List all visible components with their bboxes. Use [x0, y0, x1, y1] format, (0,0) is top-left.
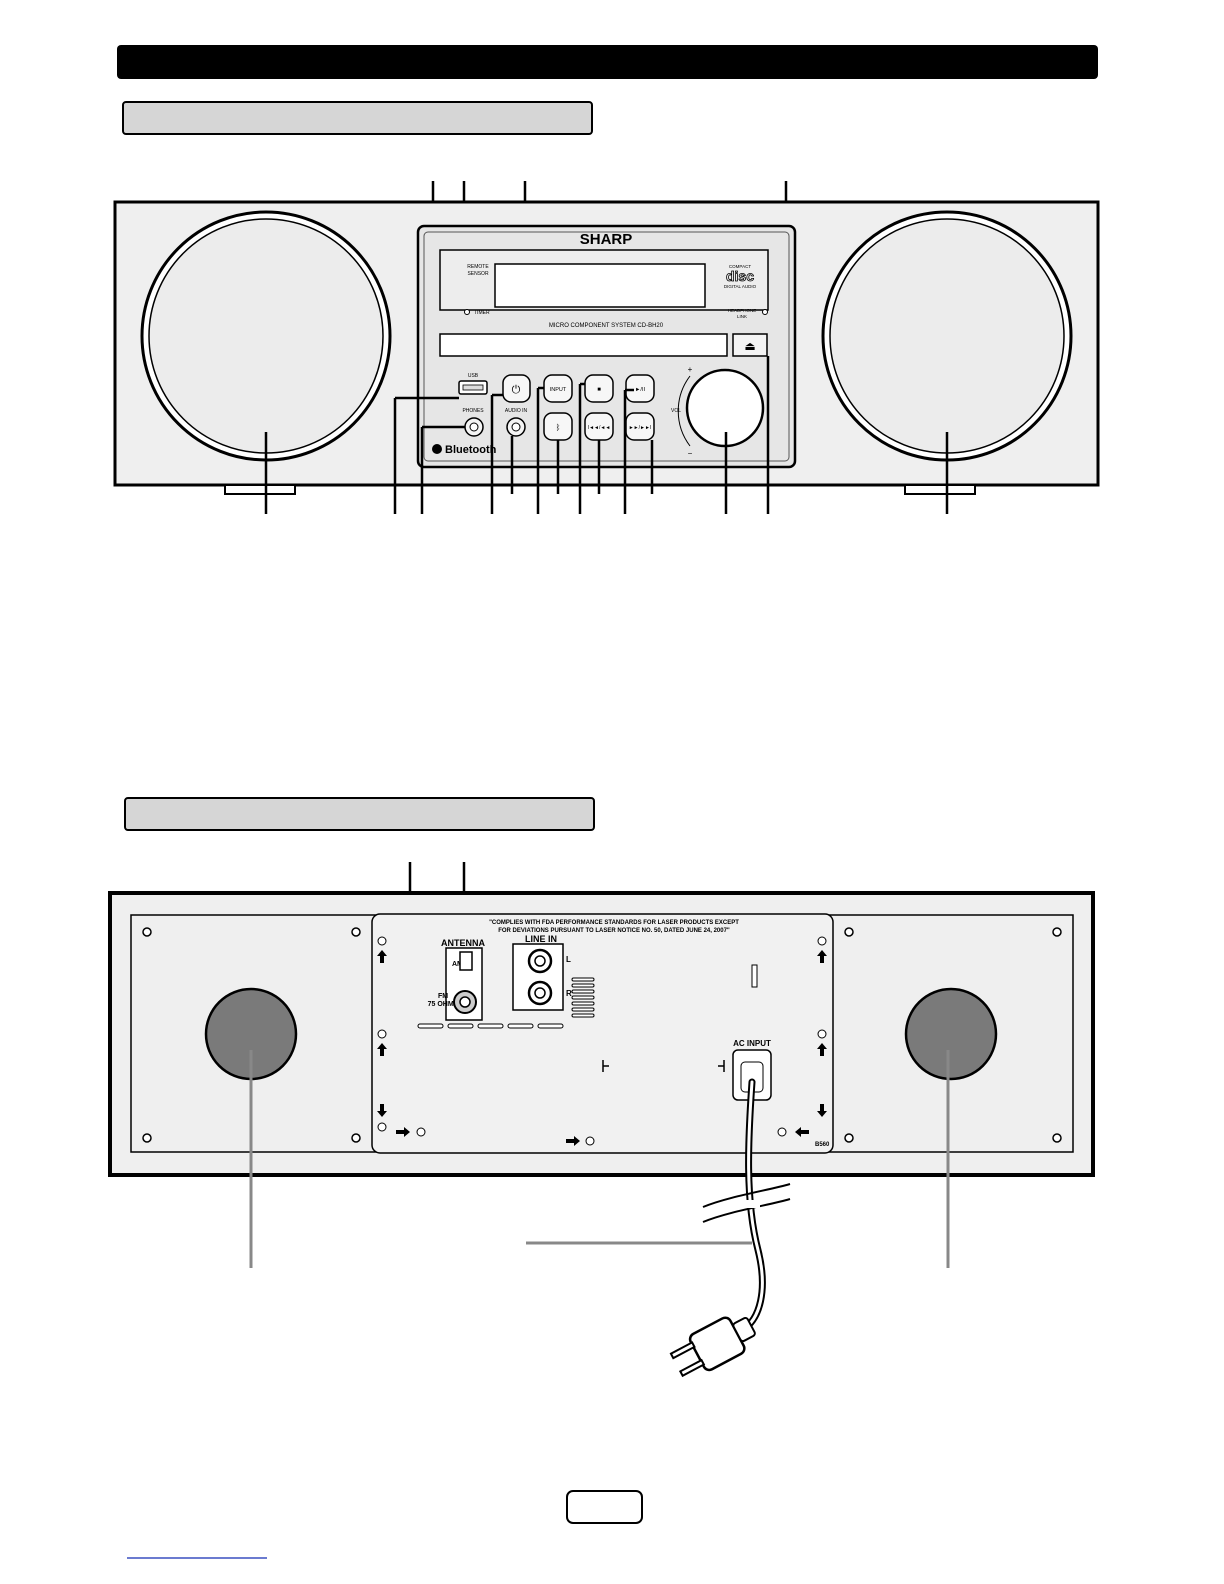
cd-logo-bottom: DIGITAL AUDIO	[724, 284, 757, 289]
bluetooth-logo-icon	[432, 444, 442, 454]
front-panel-diagram: SHARP REMOTE SENSOR COMPACT disc DIGITAL…	[113, 181, 1100, 514]
rear-screws	[142, 927, 1062, 1143]
fm-label-1: FM	[438, 993, 448, 1000]
stop-icon: ■	[597, 387, 601, 393]
antenna-label: ANTENNA	[441, 938, 485, 948]
model-caption: MICRO COMPONENT SYSTEM CD-BH20	[549, 323, 664, 329]
display-window	[494, 263, 706, 308]
page-number-box	[566, 1490, 643, 1524]
rear-port-right	[904, 987, 998, 1081]
bluetooth-label: Bluetooth	[445, 444, 497, 456]
fda-notice-line2: FOR DEVIATIONS PURSUANT TO LASER NOTICE …	[498, 928, 730, 934]
vol-plus-label: +	[688, 365, 693, 374]
footer-link-line[interactable]	[127, 1557, 267, 1559]
rear-center-panel	[371, 913, 834, 1154]
headphone-link-indicator	[762, 309, 768, 315]
timer-indicator	[464, 309, 470, 315]
play-pause-icon: ►/II	[635, 387, 645, 393]
ac-input-label: AC INPUT	[733, 1039, 771, 1048]
rear-vents	[417, 977, 595, 1029]
eject-button[interactable]	[732, 333, 768, 357]
eject-icon: ⏏	[744, 339, 755, 353]
stop-button[interactable]	[584, 374, 614, 403]
front-callout-lines-bottom	[264, 356, 949, 514]
fm-label-2: 75 OHMS	[428, 1001, 459, 1008]
line-in-l-label: L	[566, 955, 571, 964]
usb-label: USB	[468, 373, 479, 379]
rear-callout-lines-bottom	[249, 1050, 950, 1268]
timer-label: TIMER	[474, 310, 490, 316]
front-foot-right	[904, 484, 976, 495]
am-antenna-terminal[interactable]	[459, 951, 473, 971]
rear-arrows	[377, 950, 827, 1146]
vol-minus-label: −	[688, 449, 693, 458]
rear-panel-section-bar	[124, 797, 595, 831]
next-icon: ►►/►►I	[629, 425, 652, 431]
cd-logo-top: COMPACT	[729, 264, 751, 269]
line-in-label: LINE IN	[525, 934, 557, 944]
ac-plug	[669, 1316, 756, 1378]
headphone-label-1: HEADPHONE	[728, 308, 757, 313]
prev-icon: I◄◄/◄◄	[588, 425, 611, 431]
phones-label: PHONES	[462, 408, 484, 414]
rear-panel-diagram: "COMPLIES WITH FDA PERFORMANCE STANDARDS…	[108, 862, 1095, 1378]
rear-slot	[751, 964, 758, 988]
power-button[interactable]	[502, 374, 531, 403]
remote-sensor-label-2: SENSOR	[467, 271, 489, 277]
header-bar	[117, 45, 1098, 79]
vol-label: VOL	[671, 408, 681, 414]
brand-logo: SHARP	[580, 231, 633, 248]
line-in-r-label: R	[566, 989, 572, 998]
bluetooth-button-icon: ᛒ	[556, 423, 561, 432]
play-pause-button[interactable]	[625, 374, 655, 403]
fda-notice-line1: "COMPLIES WITH FDA PERFORMANCE STANDARDS…	[489, 920, 739, 926]
rear-mounting-marks	[377, 936, 827, 1146]
power-icon: ⏻	[512, 384, 521, 396]
front-foot-left	[224, 484, 296, 495]
input-button-label: INPUT	[550, 387, 567, 393]
disc-slot[interactable]	[439, 333, 728, 357]
cd-logo-mark: disc	[726, 268, 754, 284]
remote-sensor-label-1: REMOTE	[467, 264, 489, 270]
headphone-label-2: LINK	[737, 314, 747, 319]
model-code: B560	[815, 1142, 830, 1148]
front-panel-section-bar	[122, 101, 593, 135]
audio-in-label: AUDIO IN	[505, 408, 528, 414]
am-label: AM	[452, 961, 463, 968]
